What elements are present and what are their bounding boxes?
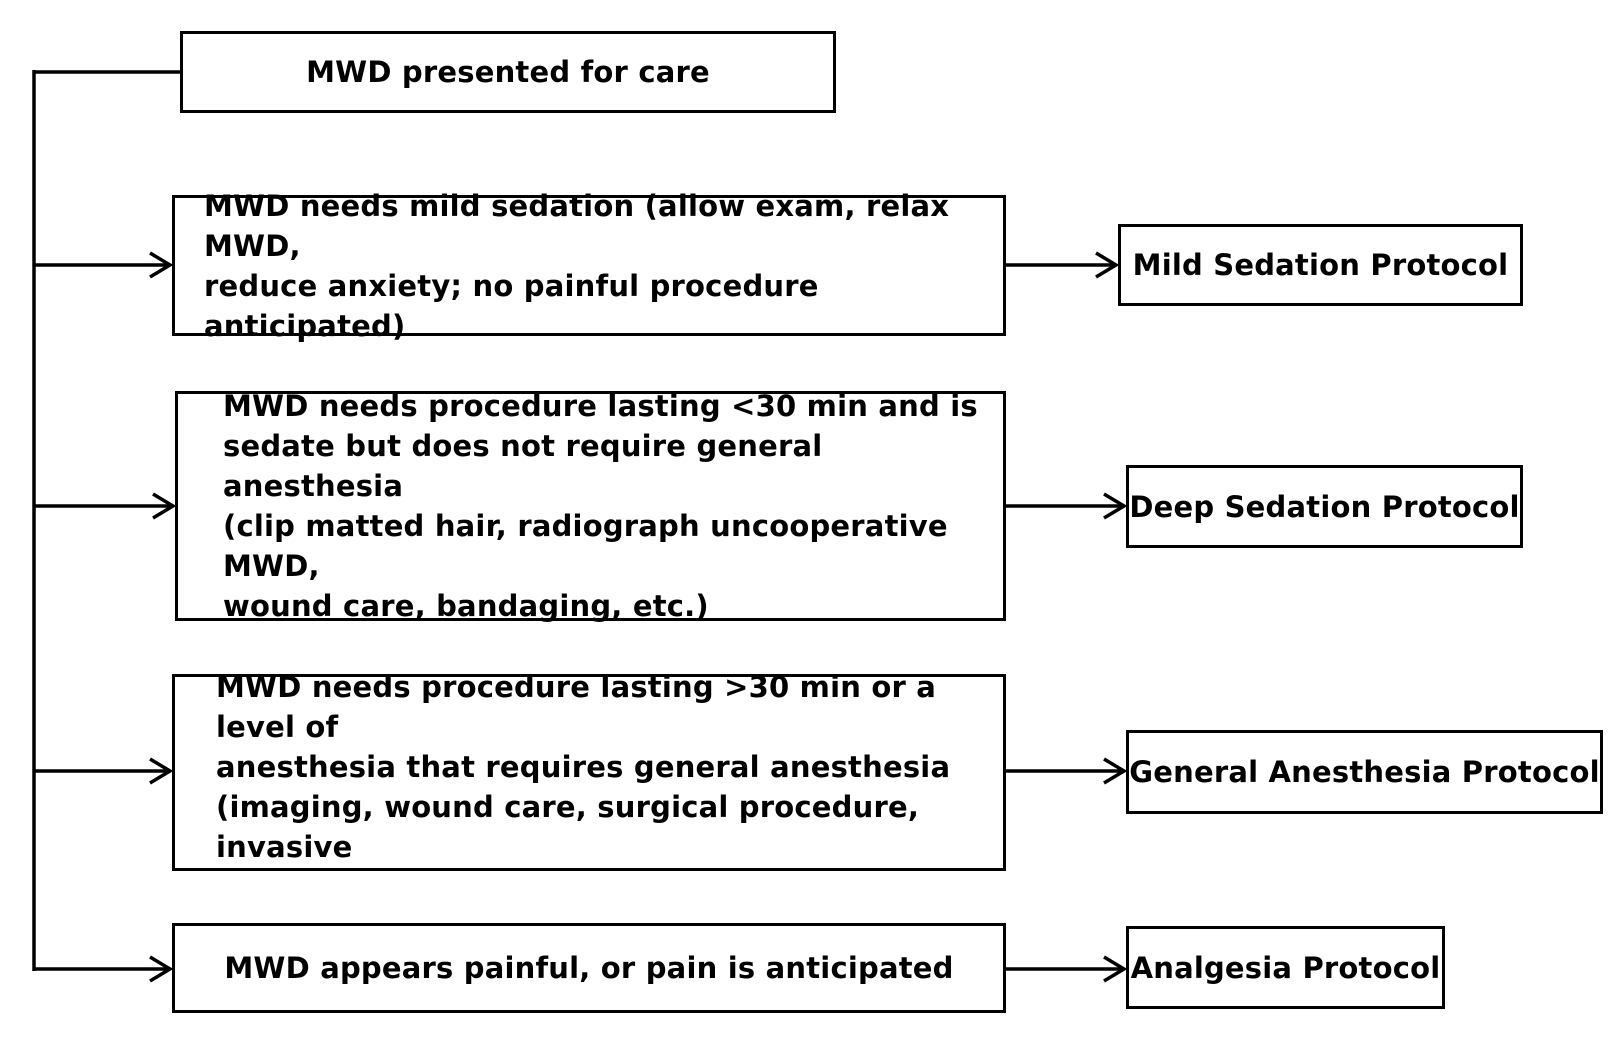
protocol-arrowhead-deep — [1103, 492, 1128, 520]
condition-text-analgesia: MWD appears painful, or pain is anticipa… — [224, 951, 954, 985]
protocol-box-mild-sedation: Mild Sedation Protocol — [1118, 224, 1523, 306]
protocol-box-deep-sedation: Deep Sedation Protocol — [1126, 465, 1523, 548]
arrowhead-deep — [152, 492, 177, 520]
protocol-label-deep-sedation: Deep Sedation Protocol — [1129, 489, 1520, 524]
arrowhead-mild — [149, 251, 174, 279]
protocol-label-general-anesthesia: General Anesthesia Protocol — [1129, 755, 1600, 789]
arrowhead-analgesia — [149, 955, 174, 983]
protocol-arrowhead-mild — [1095, 251, 1120, 279]
protocol-box-analgesia: Analgesia Protocol — [1126, 926, 1445, 1009]
condition-box-deep-sedation: MWD needs procedure lasting <30 min and … — [175, 389, 1006, 623]
arrowhead-general — [149, 757, 174, 785]
protocol-label-mild-sedation: Mild Sedation Protocol — [1132, 248, 1509, 282]
condition-box-mild-sedation: MWD needs mild sedation (allow exam, rel… — [172, 189, 1006, 343]
protocol-arrowhead-analgesia — [1103, 955, 1128, 983]
protocol-label-analgesia: Analgesia Protocol — [1130, 950, 1441, 985]
condition-text-mild-sedation: MWD needs mild sedation (allow exam, rel… — [204, 188, 950, 343]
condition-box-analgesia: MWD appears painful, or pain is anticipa… — [172, 923, 1006, 1013]
start-label: MWD presented for care — [306, 55, 710, 89]
protocol-box-general-anesthesia: General Anesthesia Protocol — [1126, 730, 1603, 814]
start-box: MWD presented for care — [180, 31, 836, 113]
condition-text-general-anesthesia: MWD needs procedure lasting >30 min or a… — [216, 669, 951, 864]
condition-text-deep-sedation: MWD needs procedure lasting <30 min and … — [223, 389, 978, 623]
condition-box-general-anesthesia: MWD needs procedure lasting >30 min or a… — [172, 670, 1006, 871]
protocol-arrowhead-general — [1103, 757, 1128, 785]
